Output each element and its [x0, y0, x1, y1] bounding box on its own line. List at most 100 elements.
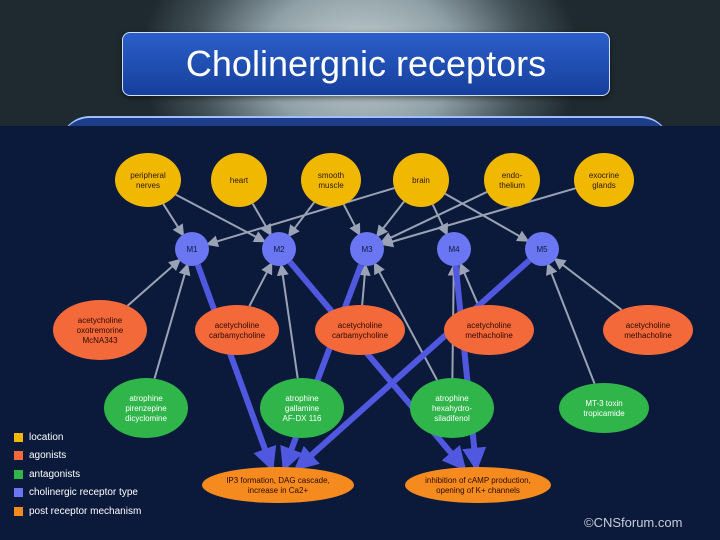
antagonist-node-an4-label: tropicamide: [583, 409, 625, 418]
legend-item-location: location: [14, 428, 214, 447]
legend-label: cholinergic receptor type: [29, 487, 138, 499]
arrow-peripheral-M2: [175, 193, 267, 243]
antagonist-node-an3-label: atrophine: [435, 394, 469, 403]
receptor-node-M5-label: M5: [536, 245, 548, 254]
legend-swatch: [14, 451, 23, 461]
receptor-node-M1-shape: [175, 232, 209, 266]
receptor-node-M2-label: M2: [273, 245, 285, 254]
agonist-node-ag2-label: acetycholine: [215, 321, 260, 330]
arrow-ag3-M3: [358, 263, 371, 306]
antagonist-node-an1-label: atrophine: [129, 394, 163, 403]
title-box: Cholinergnic receptors: [122, 32, 610, 96]
antagonist-node-an3-label: hexahydro-: [432, 404, 472, 413]
mechanism-node-p1-shape: [202, 467, 354, 503]
mechanism-node-p2-shape: [405, 467, 551, 503]
receptor-node-M3-shape: [350, 232, 384, 266]
arrow-peripheral-M1: [162, 203, 185, 237]
legend-label: post receptor mechanism: [29, 505, 142, 517]
location-node-endothelium: endo-thelium: [484, 153, 540, 207]
agonist-node-ag3-label: carbamycholine: [332, 331, 389, 340]
location-node-smooth-shape: [301, 153, 361, 207]
arrow-smooth-M3: [342, 203, 361, 237]
arrow-ag5-M5: [553, 257, 623, 311]
arrow-heart-M2: [251, 203, 272, 237]
legend-swatch: [14, 506, 23, 516]
agonist-node-ag2-shape: [195, 305, 279, 355]
location-node-endothelium-label: endo-: [502, 171, 523, 180]
arrow-ag2-M2: [248, 261, 273, 307]
arrow-endothelium-M3: [380, 191, 488, 243]
antagonist-node-an1-label: pirenzepine: [125, 404, 167, 413]
antagonist-node-an3-shape: [410, 378, 494, 438]
mechanism-node-p2-label: inhibition of cAMP production,: [425, 476, 531, 485]
location-node-smooth-label: smooth: [318, 171, 344, 180]
antagonist-node-an2-label: AF-DX 116: [283, 414, 323, 423]
legend-swatch: [14, 432, 23, 442]
legend: location agonists antagonists cholinergi…: [14, 428, 214, 521]
location-node-brain: brain: [393, 153, 449, 207]
agonist-node-ag1-label: acetycholine: [78, 316, 123, 325]
agonist-node-ag4-label: methacholine: [465, 331, 513, 340]
receptor-node-M4: M4: [437, 232, 471, 266]
arrow-brain-M5: [444, 192, 530, 242]
mechanism-node-p2-label: opening of K+ channels: [436, 486, 520, 495]
location-node-exocrine-label: exocrine: [589, 171, 620, 180]
agonist-node-ag3-label: acetycholine: [338, 321, 383, 330]
arrow-ag4-M4: [459, 262, 480, 307]
receptor-node-M4-shape: [437, 232, 471, 266]
location-node-heart-label: heart: [230, 176, 249, 185]
receptor-node-M3: M3: [350, 232, 384, 266]
receptor-node-M1: M1: [175, 232, 209, 266]
legend-label: location: [29, 431, 64, 443]
receptor-node-M5-shape: [525, 232, 559, 266]
antagonist-node-an1-label: dicyclomine: [125, 414, 167, 423]
location-node-smooth-label: muscle: [318, 181, 344, 190]
agonist-node-ag5-label: methacholine: [624, 331, 672, 340]
location-node-heart-shape: [211, 153, 267, 207]
antagonist-node-an3-label: siladifenol: [434, 414, 470, 423]
arrow-brain-M3: [375, 200, 405, 238]
agonist-node-ag2-label: carbamycholine: [209, 331, 266, 340]
agonist-node-ag1-shape: [53, 300, 147, 360]
location-node-heart: heart: [211, 153, 267, 207]
mechanism-node-p1-label: IP3 formation, DAG cascade,: [226, 476, 330, 485]
arrow-smooth-M2: [287, 201, 315, 238]
copyright-credit: ©CNSforum.com: [584, 515, 683, 530]
arrow-an1-M1: [153, 263, 191, 379]
mechanism-node-p1: IP3 formation, DAG cascade,increase in C…: [202, 467, 354, 503]
legend-item-antagonists: antagonists: [14, 465, 214, 484]
arrow-brain-M4: [431, 204, 448, 236]
mechanism-node-p2: inhibition of cAMP production,opening of…: [405, 467, 551, 503]
arrow-M1-p1: [195, 263, 277, 472]
agonist-node-ag3-shape: [315, 305, 405, 355]
receptor-node-M1-label: M1: [186, 245, 198, 254]
location-node-exocrine-label: glands: [592, 181, 616, 190]
arrow-an2-M2: [276, 263, 299, 379]
antagonist-node-an4-label: MT-3 toxin: [585, 399, 622, 408]
agonist-node-ag1-label: McNA343: [82, 336, 118, 345]
receptor-node-M4-label: M4: [448, 245, 460, 254]
location-node-exocrine-shape: [574, 153, 634, 207]
slide-title: Cholinergnic receptors: [185, 43, 547, 84]
arrow-ag1-M1: [126, 258, 182, 307]
antagonist-node-an1-shape: [104, 378, 188, 438]
arrow-M2-p2: [287, 260, 467, 472]
legend-item-receptor-type: cholinergic receptor type: [14, 484, 214, 503]
legend-item-agonists: agonists: [14, 447, 214, 466]
agonist-node-ag1-label: oxotremorine: [77, 326, 124, 335]
receptor-node-M2-shape: [262, 232, 296, 266]
agonist-node-ag4-shape: [444, 305, 534, 355]
location-node-endothelium-label: thelium: [499, 181, 525, 190]
location-node-peripheral-label: peripheral: [130, 171, 166, 180]
antagonist-node-an2-shape: [260, 378, 344, 438]
